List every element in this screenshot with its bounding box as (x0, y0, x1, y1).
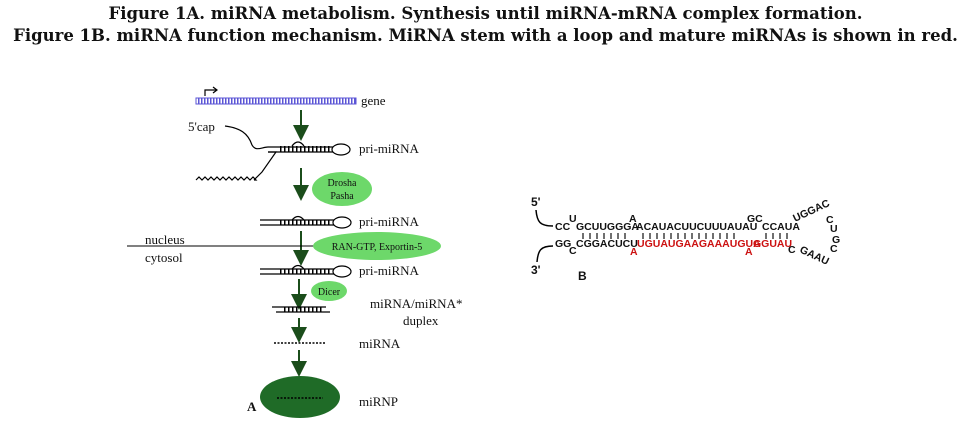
five-prime-label: 5' (531, 195, 541, 209)
figure-1b-caption: Figure 1B. miRNA function mechanism. MiR… (13, 26, 958, 45)
pri-mirna-label-1: pri-miRNA (359, 141, 420, 156)
dicer-enzyme (311, 281, 347, 301)
top-strand-start: CC (555, 221, 571, 233)
mirna-duplex (272, 306, 330, 313)
bottom-strand-seq1: CGGACUCU (576, 238, 638, 250)
loop-c2: C (830, 243, 838, 255)
three-prime-hook (536, 245, 554, 263)
mirnp-complex (260, 376, 340, 418)
panel-b: 5' 3' CC U GCUUGGGA A ACAUACUUCUUUAUAU G… (531, 195, 840, 283)
base-pair-ticks (582, 233, 788, 239)
top-bulge-gc: GC (747, 213, 763, 225)
bottom-strand-seq2: GGUAU (753, 238, 792, 250)
bottom-bulge-c2: C (788, 244, 796, 256)
top-strand-seq3: CCAUA (762, 221, 800, 233)
top-bulge-u: U (569, 213, 577, 225)
bottom-bulge-a2: A (745, 246, 753, 258)
duplex-label-line2: duplex (403, 313, 439, 328)
panel-a-letter: A (247, 399, 257, 414)
bottom-bulge-a1: A (630, 246, 638, 258)
drosha-pasha-enzyme (312, 172, 372, 206)
five-cap-label: 5'cap (188, 119, 215, 134)
promoter-arrow-icon (204, 89, 216, 96)
gene-label: gene (361, 93, 386, 108)
pri-mirna-strand (224, 125, 333, 150)
loop-bottom: GAAU (798, 244, 831, 268)
loop-g: G (832, 234, 840, 246)
poly-a-tail (195, 176, 258, 181)
nucleus-label: nucleus (145, 232, 185, 247)
bottom-strand-start: GG (555, 238, 571, 250)
mirnp-label: miRNP (359, 394, 398, 409)
bottom-bulge-c: C (569, 245, 577, 257)
gene-bar (195, 97, 357, 105)
mature-mirna-seq: UGUAUGAAGAAAUGUA (637, 238, 761, 250)
pri-mirna-hairpin-2 (260, 215, 352, 229)
pasha-label: Pasha (330, 191, 354, 202)
top-strand-seq1: GCUUGGGA (576, 221, 639, 233)
three-prime-label: 3' (531, 263, 541, 277)
loop-u: U (830, 223, 838, 235)
panel-b-letter: B (578, 269, 587, 283)
pri-mirna-hairpin-3 (260, 264, 352, 278)
mirna-label: miRNA (359, 336, 401, 351)
top-strand-seq2: ACAUACUUCUUUAUAU (636, 221, 757, 233)
exportin-complex (313, 232, 441, 260)
duplex-label-line1: miRNA/miRNA* (370, 296, 462, 311)
top-bulge-a: A (629, 213, 637, 225)
drosha-label: Drosha (328, 178, 357, 189)
figure-1a-caption: Figure 1A. miRNA metabolism. Synthesis u… (108, 4, 863, 23)
loop-c: C (826, 214, 834, 226)
panel-a: gene 5'cap pri-miRNA Drosha Pasha pri-mi… (127, 86, 462, 418)
pri-mirna-label-2: pri-miRNA (359, 214, 420, 229)
hairpin-loop (331, 143, 351, 156)
five-prime-hook (535, 209, 554, 227)
pri-mirna-label-3: pri-miRNA (359, 263, 420, 278)
exportin-label: RAN-GTP, Exportin-5 (332, 242, 423, 253)
dicer-label: Dicer (318, 287, 341, 298)
cytosol-label: cytosol (145, 250, 183, 265)
